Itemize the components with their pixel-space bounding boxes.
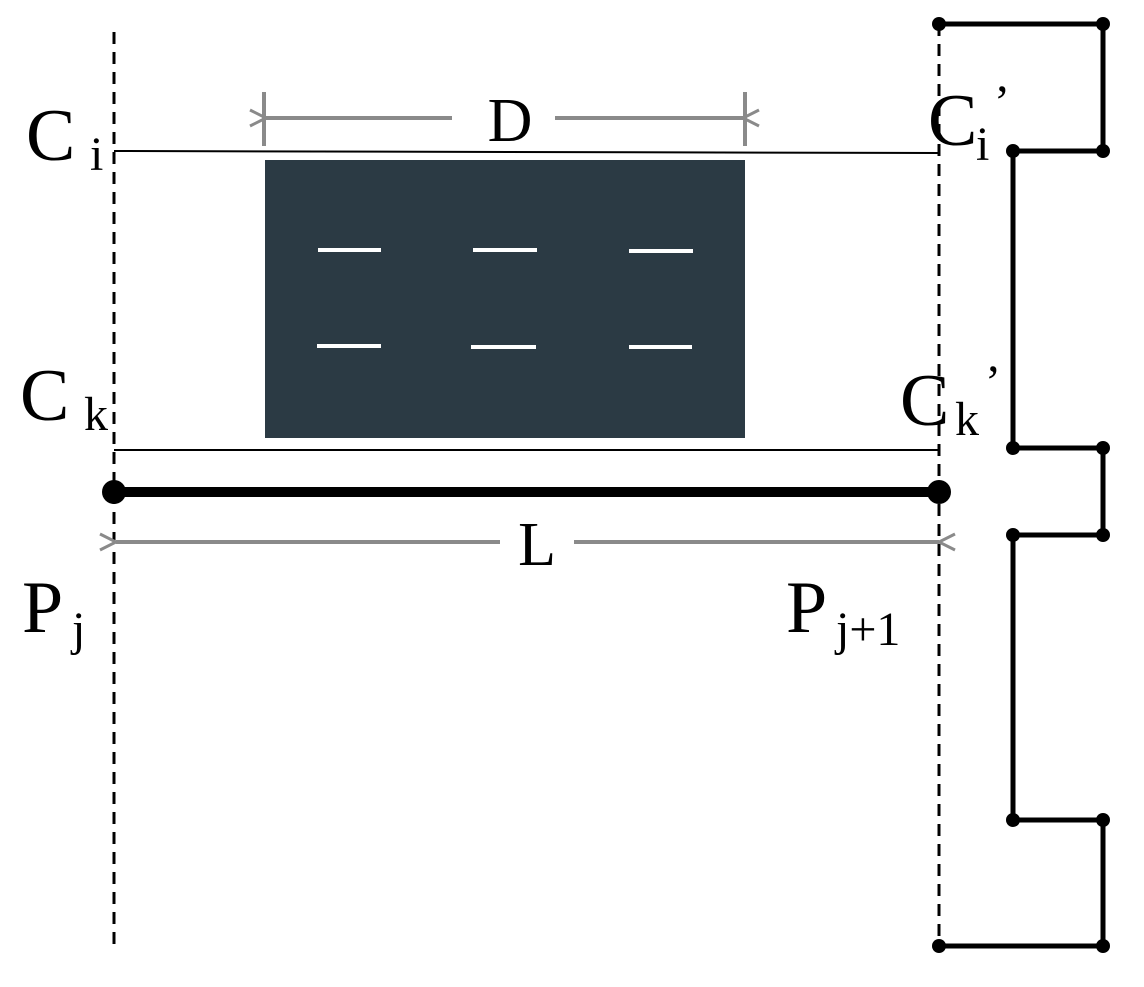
lane-markings (317, 248, 693, 349)
label-ci-prime-main: C (928, 80, 977, 162)
path-node (1096, 441, 1110, 455)
label-ck-prime-main: C (900, 360, 949, 442)
node-pj1 (927, 480, 951, 504)
label-ci-main: C (26, 95, 75, 177)
path-node (932, 17, 946, 31)
path-node (1096, 17, 1110, 31)
path-node (1096, 528, 1110, 542)
label-ci-prime-mark: ’ (994, 76, 1010, 129)
label-pj-sub: j (70, 603, 85, 656)
road-image (265, 160, 745, 438)
label-pj1-main: P (786, 567, 827, 649)
label-ck-prime: C k ’ (900, 356, 1001, 446)
path-node (1006, 144, 1020, 158)
label-pj1: P j+1 (786, 567, 900, 656)
path-node (1006, 528, 1020, 542)
path-node (1096, 144, 1110, 158)
label-ci: C i (26, 95, 103, 181)
label-ci-prime-sub: i (976, 118, 989, 171)
node-pj (102, 480, 126, 504)
dimension-d-label: D (488, 87, 533, 155)
path-node (932, 939, 946, 953)
path-node (1096, 939, 1110, 953)
label-ck-sub: k (84, 388, 108, 441)
label-pj: P j (22, 567, 85, 656)
ci-line (113, 150, 940, 154)
path-node (1096, 813, 1110, 827)
label-ci-prime: C i ’ (928, 76, 1010, 171)
label-ck-prime-mark: ’ (985, 356, 1001, 409)
dimension-l-label: L (518, 511, 556, 579)
label-ck-prime-sub: k (955, 393, 979, 446)
path-node (1006, 813, 1020, 827)
label-ck: C k (20, 355, 108, 441)
label-pj-main: P (22, 567, 63, 649)
right-serpentine-path (932, 17, 1110, 953)
label-ci-sub: i (90, 128, 103, 181)
label-ck-main: C (20, 355, 69, 437)
path-node (1006, 441, 1020, 455)
label-pj1-sub: j+1 (834, 603, 900, 656)
